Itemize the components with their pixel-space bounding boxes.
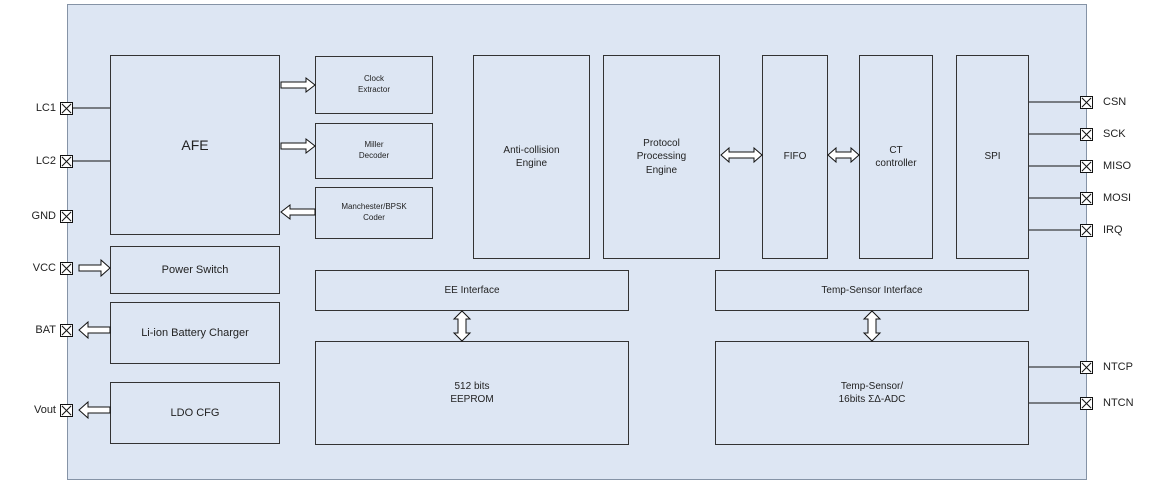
pin-label-bat: BAT xyxy=(35,324,56,336)
pin-bat-icon xyxy=(60,324,73,337)
power-switch-block: Power Switch xyxy=(110,246,280,294)
pin-ntcn-icon xyxy=(1080,397,1093,410)
charger-block: Li-ion Battery Charger xyxy=(110,302,280,364)
arrow-fifo-ct xyxy=(827,146,860,164)
pin-sck-icon xyxy=(1080,128,1093,141)
arrow-charger-bat xyxy=(78,320,111,340)
pin-label-ntcn: NTCN xyxy=(1103,397,1134,409)
pin-label-csn: CSN xyxy=(1103,96,1127,108)
pin-lc1-icon xyxy=(60,102,73,115)
pin-vout-icon xyxy=(60,404,73,417)
pin-csn-icon xyxy=(1080,96,1093,109)
pin-label-lc2: LC2 xyxy=(35,155,56,167)
spi-block: SPI xyxy=(956,55,1029,259)
pin-label-miso: MISO xyxy=(1103,160,1132,172)
arrow-coder-afe xyxy=(280,203,316,221)
arrow-vcc-power xyxy=(78,258,111,278)
arrow-protocol-fifo xyxy=(720,146,763,164)
pin-label-vout: Vout xyxy=(33,404,56,416)
pin-label-mosi: MOSI xyxy=(1103,192,1132,204)
pin-label-ntcp: NTCP xyxy=(1103,361,1133,373)
arrow-afe-miller xyxy=(280,137,316,155)
afe-block: AFE xyxy=(110,55,280,235)
pin-lc2-icon xyxy=(60,155,73,168)
clock-extractor-block: Clock Extractor xyxy=(315,56,433,114)
pin-label-gnd: GND xyxy=(31,210,56,222)
pin-label-sck: SCK xyxy=(1103,128,1126,140)
ct-controller-block: CT controller xyxy=(859,55,933,259)
arrow-temp-adc xyxy=(862,310,882,342)
pin-gnd-icon xyxy=(60,210,73,223)
pin-mosi-icon xyxy=(1080,192,1093,205)
ldo-cfg-block: LDO CFG xyxy=(110,382,280,444)
pin-miso-icon xyxy=(1080,160,1093,173)
pin-vcc-icon xyxy=(60,262,73,275)
eeprom-block: 512 bits EEPROM xyxy=(315,341,629,445)
anticollision-engine-block: Anti-collision Engine xyxy=(473,55,590,259)
ee-interface-block: EE Interface xyxy=(315,270,629,311)
miller-decoder-block: Miller Decoder xyxy=(315,123,433,179)
protocol-engine-block: Protocol Processing Engine xyxy=(603,55,720,259)
fifo-block: FIFO xyxy=(762,55,828,259)
pin-ntcp-icon xyxy=(1080,361,1093,374)
pin-label-lc1: LC1 xyxy=(35,102,56,114)
arrow-ee-eeprom xyxy=(452,310,472,342)
arrow-ldo-vout xyxy=(78,400,111,420)
pin-irq-icon xyxy=(1080,224,1093,237)
pin-label-vcc: VCC xyxy=(32,262,56,274)
arrow-afe-clock xyxy=(280,76,316,94)
temp-sensor-adc-block: Temp-Sensor/ 16bits ΣΔ-ADC xyxy=(715,341,1029,445)
pin-label-irq: IRQ xyxy=(1103,224,1123,236)
